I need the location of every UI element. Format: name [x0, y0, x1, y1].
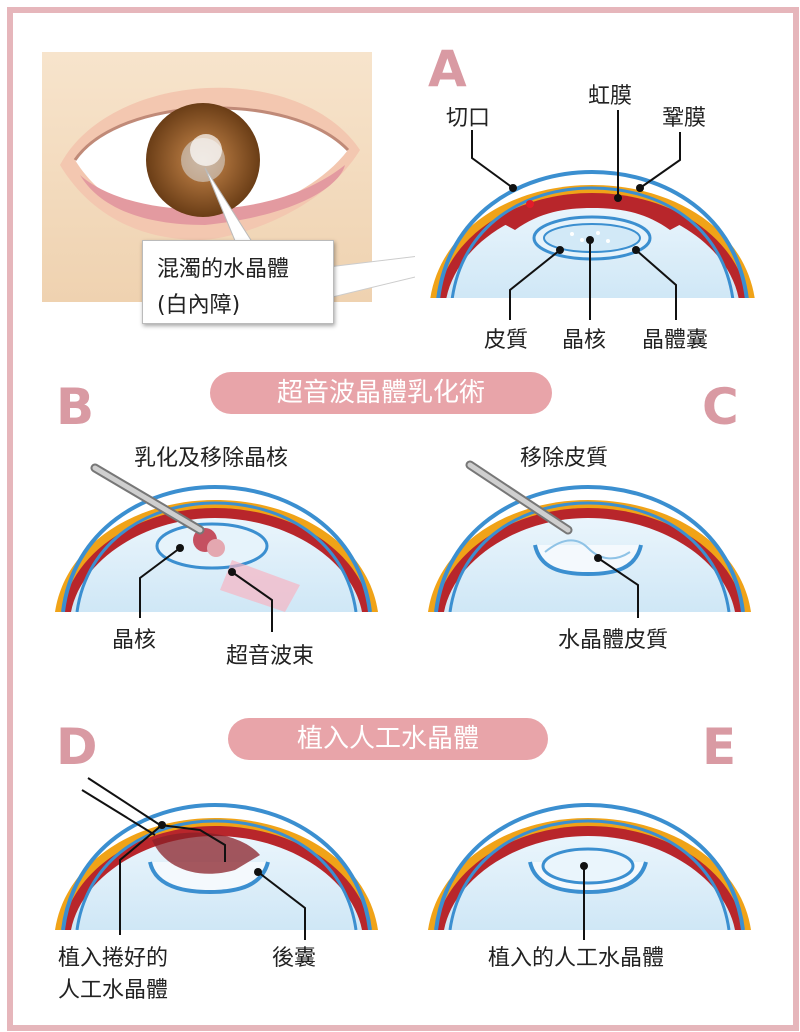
- phaco-probe: [90, 463, 205, 535]
- letter-d: D: [56, 718, 98, 776]
- implant-label-line-2: 人工水晶體: [58, 978, 169, 1003]
- cortex-label: 皮質: [484, 328, 529, 353]
- nucleus-marker: [586, 236, 594, 244]
- sclera-marker: [636, 184, 644, 192]
- incision-marker: [509, 184, 517, 192]
- beam-label: 超音波束: [226, 644, 315, 669]
- callout-line-2: (白內障): [157, 293, 241, 318]
- implanted-lens-marker: [580, 862, 588, 870]
- callout-line-1: 混濁的水晶體: [157, 257, 290, 282]
- nucleus-b-marker: [176, 544, 184, 552]
- panel-a-cross-section: [415, 140, 760, 298]
- implanted-lens-label: 植入的人工水晶體: [488, 946, 665, 971]
- phaco-banner: 超音波晶體乳化術: [210, 372, 552, 414]
- letter-a: A: [428, 40, 467, 98]
- cortex-c-label: 水晶體皮質: [558, 628, 669, 653]
- aspiration-probe: [465, 460, 573, 535]
- panel-c-cross-section: [415, 460, 760, 612]
- letter-c: C: [702, 378, 739, 436]
- panel-c-title: 移除皮質: [520, 446, 609, 471]
- panel-c-leader-lines: [597, 557, 639, 618]
- cortex-c-marker: [594, 554, 602, 562]
- implant-marker: [158, 821, 166, 829]
- cataract-callout: 混濁的水晶體 (白內障): [142, 240, 334, 324]
- capsule-marker: [632, 246, 640, 254]
- posterior-capsule-marker: [254, 868, 262, 876]
- beam-marker: [228, 568, 236, 576]
- capsule-label: 晶體囊: [642, 328, 709, 353]
- sclera-label: 鞏膜: [662, 106, 707, 131]
- implant-banner: 植入人工水晶體: [228, 718, 548, 760]
- panel-b-leader-lines: [139, 547, 273, 632]
- injector-tool: [81, 777, 226, 862]
- nucleus-b-label: 晶核: [112, 628, 157, 653]
- panel-b-title: 乳化及移除晶核: [134, 446, 289, 471]
- iris-label: 虹膜: [588, 84, 633, 109]
- iris-marker: [614, 194, 622, 202]
- incision-label: 切口: [446, 106, 491, 131]
- posterior-capsule-label: 後囊: [272, 946, 317, 971]
- panel-a-leader-lines: [471, 110, 681, 320]
- letter-b: B: [56, 378, 95, 436]
- panel-d-leader-lines: [119, 824, 306, 940]
- incision-point: [526, 200, 534, 208]
- letter-e: E: [702, 718, 737, 776]
- cortex-marker: [556, 246, 564, 254]
- panel-e-cross-section: [415, 780, 760, 930]
- implant-label-line-1: 植入捲好的: [58, 946, 169, 971]
- nucleus-label: 晶核: [562, 328, 607, 353]
- panel-b-cross-section: [42, 460, 387, 612]
- panel-d-cross-section: [42, 780, 387, 930]
